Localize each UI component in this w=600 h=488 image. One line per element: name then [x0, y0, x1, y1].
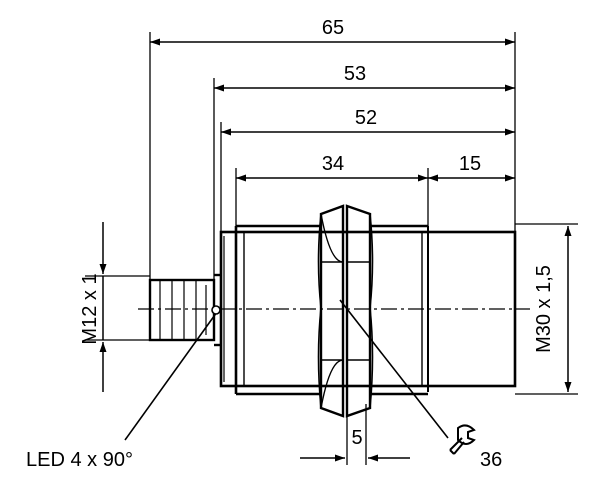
dim-label-65: 65: [322, 17, 344, 39]
dim-label-53: 53: [344, 63, 366, 85]
hex-nut-right: [345, 204, 374, 418]
body-thread-label: M30 x 1,5: [533, 265, 555, 353]
dimension-lines: [99, 38, 572, 462]
connector-m12: [148, 273, 221, 347]
wrench-size-label: 36: [480, 449, 502, 471]
dim-label-5: 5: [351, 427, 362, 449]
hex-nut-left: [317, 204, 345, 418]
extension-lines: [85, 32, 578, 465]
led-marker: [211, 305, 221, 315]
dim-label-52: 52: [355, 107, 377, 129]
dim-label-34: 34: [322, 153, 344, 175]
dim-label-15: 15: [459, 153, 481, 175]
wrench-leader: [339, 299, 449, 439]
connector-thread-label: M12 x 1: [79, 273, 101, 344]
leader-lines: [124, 299, 449, 441]
wrench-icon: [449, 424, 476, 455]
sensor-body: [219, 224, 517, 396]
led-note-label: LED 4 x 90°: [26, 449, 133, 471]
led-leader: [124, 311, 218, 441]
